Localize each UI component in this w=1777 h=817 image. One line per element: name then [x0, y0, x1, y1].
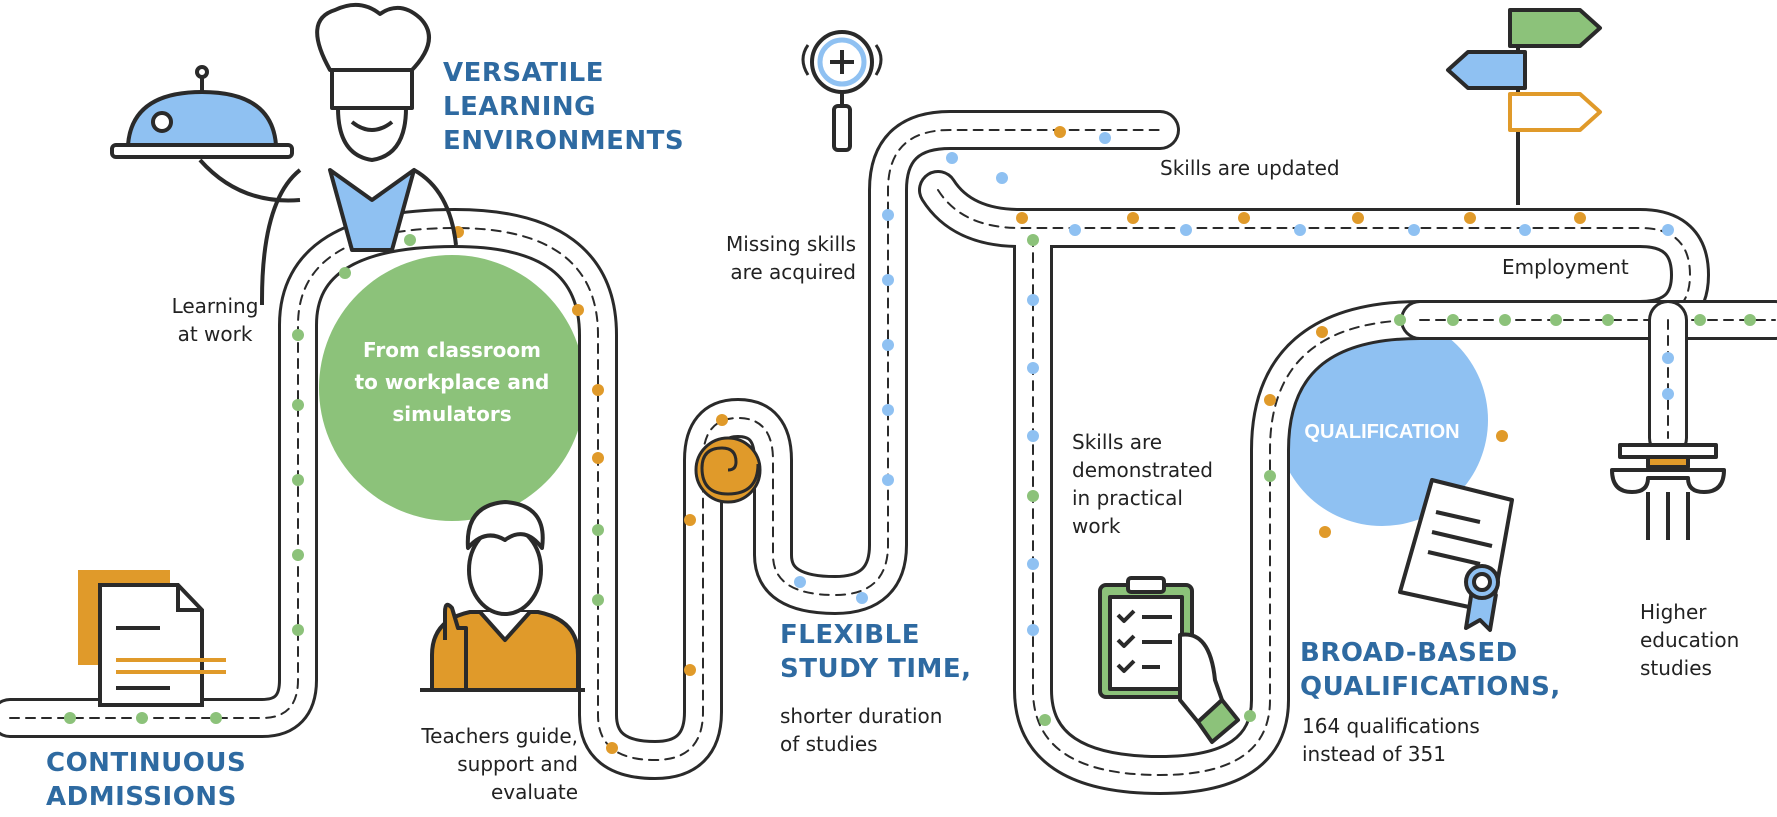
document-icon	[78, 570, 226, 707]
cloche-icon	[110, 65, 294, 159]
heading-line: BROAD-BASED	[1300, 638, 1518, 668]
label-shorter-duration: shorter duration of studies	[780, 702, 942, 758]
spiral-icon	[694, 436, 762, 504]
road	[0, 110, 1180, 780]
magnifier-icon	[801, 30, 883, 152]
label-line: at work	[177, 322, 253, 346]
label-from-classroom: From classroom to workplace and simulato…	[332, 334, 572, 430]
label-missing-skills: Missing skills are acquired	[696, 230, 856, 286]
label-higher-education: Higher education studies	[1640, 598, 1739, 682]
teacher-thumbs-up-icon	[420, 500, 585, 692]
heading-line: QUALIFICATIONS,	[1300, 672, 1561, 702]
heading-broad-based-qualifications: BROAD-BASED QUALIFICATIONS,	[1300, 636, 1561, 704]
label-line: support and	[457, 752, 578, 776]
road-branch	[918, 170, 1777, 795]
heading-line: VERSATILE	[443, 58, 604, 88]
label-line: Skills are	[1072, 430, 1163, 454]
label-line: Teachers guide,	[421, 724, 578, 748]
label-line: in practical	[1072, 486, 1183, 510]
label-line: Missing skills	[725, 232, 856, 256]
label-line: education	[1640, 628, 1740, 652]
label-line: demonstrated	[1072, 458, 1213, 482]
label-line: Higher	[1640, 600, 1707, 624]
label-line: shorter duration	[780, 704, 943, 728]
label-line: studies	[1640, 656, 1712, 680]
label-164-qualifications: 164 qualifications instead of 351	[1302, 712, 1480, 768]
heading-line: CONTINUOUS	[46, 748, 247, 778]
label-learning-at-work: Learning at work	[150, 292, 280, 348]
heading-flexible-study-time: FLEXIBLE STUDY TIME,	[780, 618, 972, 686]
heading-line: ADMISSIONS	[46, 782, 237, 812]
progress-dots	[64, 126, 1756, 754]
heading-line: LEARNING	[443, 92, 597, 122]
label-line: instead of 351	[1302, 742, 1446, 766]
classroom-circle	[319, 255, 585, 521]
heading-continuous-admissions: CONTINUOUS ADMISSIONS	[46, 746, 246, 814]
label-skills-updated: Skills are updated	[1160, 156, 1340, 180]
label-qualification: QUALIFICATION	[1304, 421, 1460, 443]
heading-line: ENVIRONMENTS	[443, 126, 685, 156]
label-skills-demonstrated: Skills are demonstrated in practical wor…	[1072, 428, 1213, 540]
qualification-circle	[1276, 314, 1488, 526]
label-line: evaluate	[490, 780, 578, 804]
clipboard-checklist-icon	[1098, 576, 1240, 744]
label-line: work	[1072, 514, 1121, 538]
label-employment: Employment	[1502, 255, 1629, 279]
chef-icon	[198, 2, 458, 305]
label-line: Learning	[171, 294, 259, 318]
label-line: simulators	[392, 402, 512, 426]
label-line: From classroom	[363, 338, 541, 362]
label-line: are acquired	[730, 260, 856, 284]
signpost-icon	[1446, 8, 1602, 205]
heading-line: STUDY TIME,	[780, 654, 972, 684]
label-line: of studies	[780, 732, 878, 756]
certificate-icon	[1398, 478, 1514, 632]
heading-versatile-learning-environments: VERSATILE LEARNING ENVIRONMENTS	[443, 56, 684, 158]
label-line: 164 qualifications	[1302, 714, 1480, 738]
column-icon	[1610, 443, 1726, 540]
heading-line: FLEXIBLE	[780, 620, 920, 650]
label-line: to workplace and	[354, 370, 550, 394]
label-teachers-guide: Teachers guide, support and evaluate	[396, 722, 578, 806]
